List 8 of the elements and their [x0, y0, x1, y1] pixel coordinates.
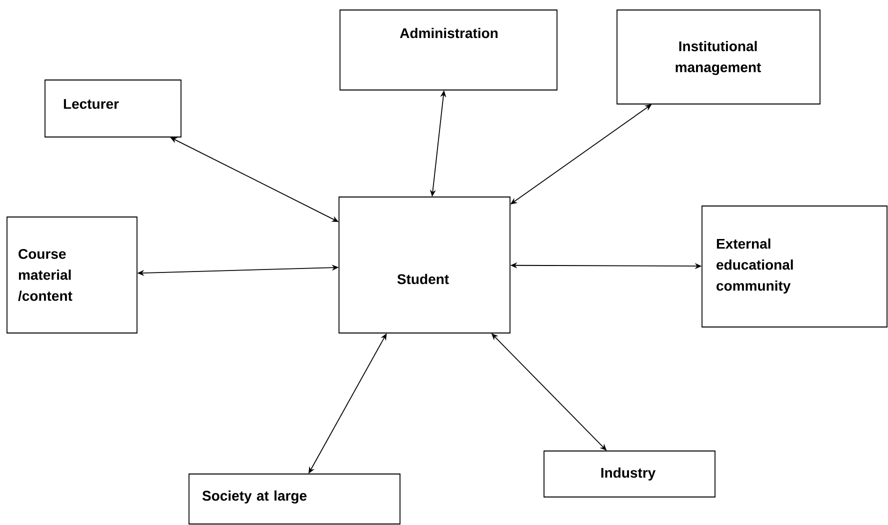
box: Student: [338, 196, 510, 334]
box: Industry: [544, 450, 716, 498]
box: External educational community: [702, 206, 888, 328]
box: Society at large: [188, 474, 400, 524]
box: Course material /content: [6, 216, 138, 334]
box: Administration: [340, 10, 558, 90]
box: Institutional management: [616, 10, 820, 104]
box: Lecturer: [44, 80, 182, 138]
